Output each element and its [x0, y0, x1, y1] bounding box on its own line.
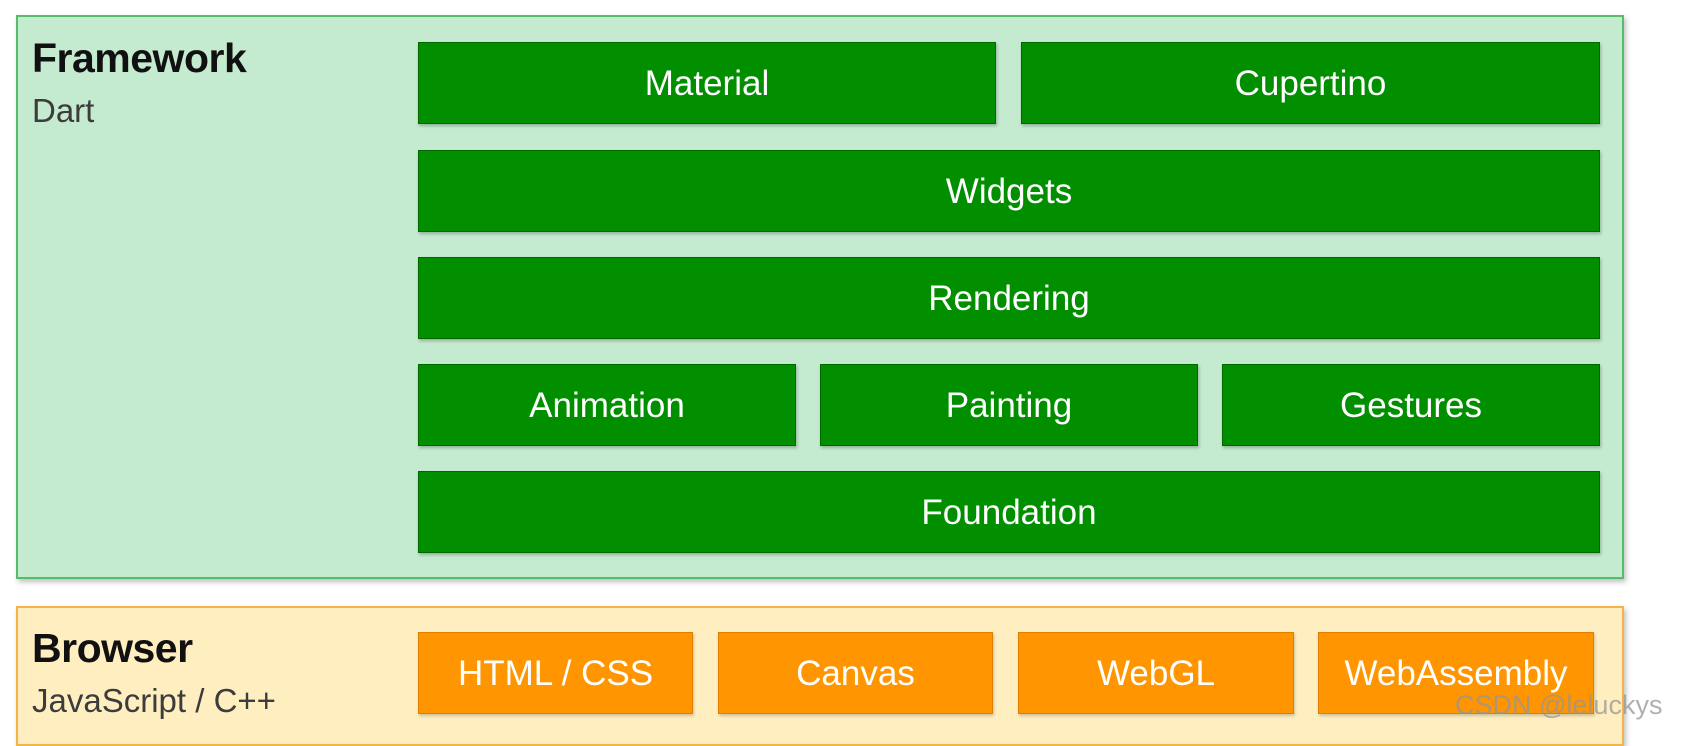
material-layer: Material [418, 42, 996, 124]
painting-layer: Painting [820, 364, 1198, 446]
canvas-layer: Canvas [718, 632, 993, 714]
browser-title: Browser [32, 625, 193, 671]
cupertino-layer: Cupertino [1021, 42, 1600, 124]
framework-title: Framework [32, 35, 247, 81]
foundation-layer: Foundation [418, 471, 1600, 553]
browser-subtitle: JavaScript / C++ [32, 682, 276, 719]
webassembly-layer: WebAssembly [1318, 632, 1594, 714]
html-css-layer: HTML / CSS [418, 632, 693, 714]
framework-subtitle: Dart [32, 92, 95, 129]
animation-layer: Animation [418, 364, 796, 446]
csdn-watermark: CSDN @leluckys [1455, 690, 1663, 720]
rendering-layer: Rendering [418, 257, 1600, 339]
webgl-layer: WebGL [1018, 632, 1294, 714]
widgets-layer: Widgets [418, 150, 1600, 232]
gestures-layer: Gestures [1222, 364, 1600, 446]
